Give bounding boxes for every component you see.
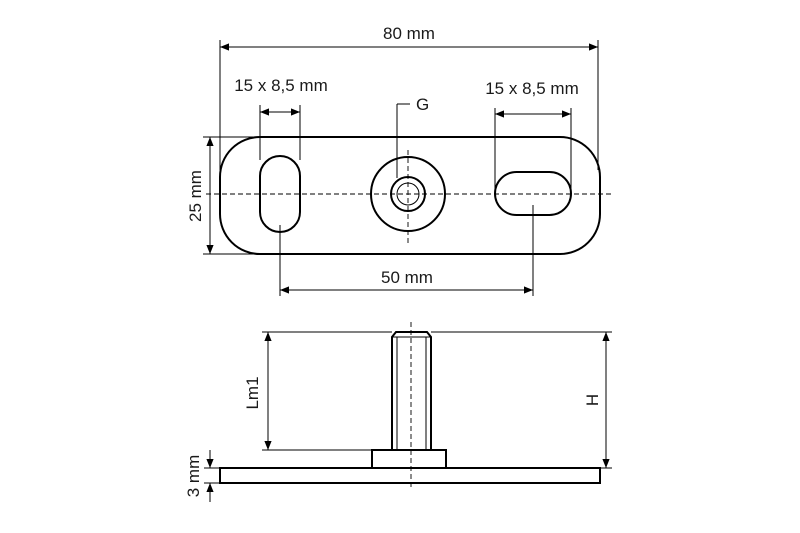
total-height-label: H bbox=[583, 394, 602, 406]
plate-outline-top bbox=[219, 136, 601, 255]
thread-label: G bbox=[416, 95, 429, 114]
thread-length-label: Lm1 bbox=[243, 376, 262, 409]
plate-side bbox=[219, 467, 601, 484]
plate-thickness-label: 3 mm bbox=[184, 455, 203, 498]
stud-side bbox=[391, 331, 432, 450]
top-view: 80 mm 15 x 8,5 mm 15 x 8,5 mm G 25 mm 50… bbox=[186, 24, 614, 296]
collar-side bbox=[371, 449, 447, 469]
overall-width-label: 80 mm bbox=[383, 24, 435, 43]
slot-right-label: 15 x 8,5 mm bbox=[485, 79, 579, 98]
side-view: Lm1 H 3 mm bbox=[184, 322, 612, 502]
plate-height-label: 25 mm bbox=[186, 170, 205, 222]
hole-spacing-label: 50 mm bbox=[381, 268, 433, 287]
slot-left-label: 15 x 8,5 mm bbox=[234, 76, 328, 95]
